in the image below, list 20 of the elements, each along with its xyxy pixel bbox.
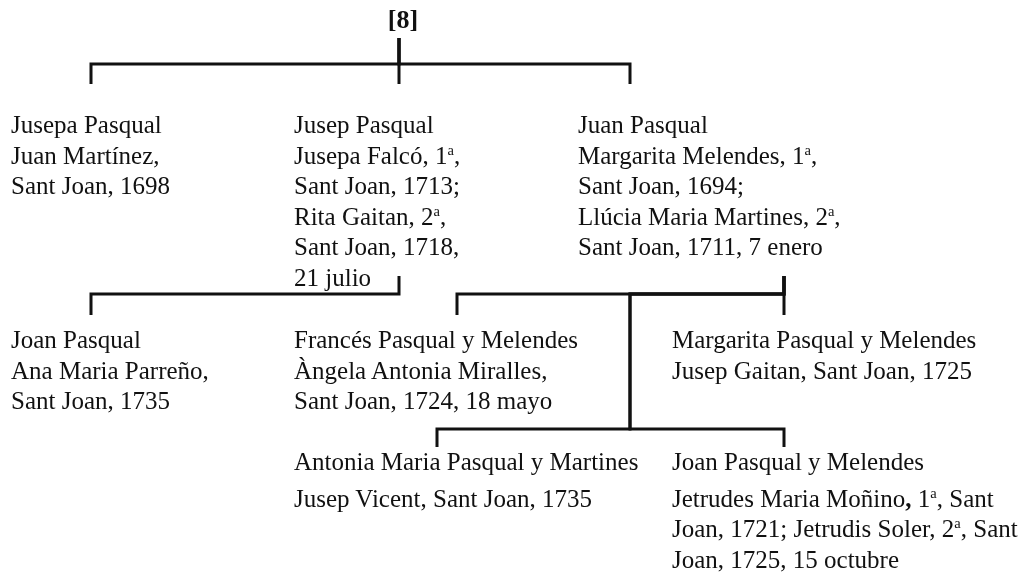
person-name: Jusepa Pasqual bbox=[11, 110, 163, 140]
family-tree-line bbox=[397, 38, 632, 84]
person-name: Joan Pasqual y Melendes bbox=[672, 447, 926, 477]
marriage-details: Juan Martínez, Sant Joan, 1698 bbox=[11, 140, 172, 201]
marriage-details: Jusepa Falcó, 1$^{a}$, Sant Joan, 1713; Rita Gaitan, 2$^{a}$, Sant Joan, 1718, 21 julio bbox=[294, 140, 462, 293]
person-name: Joan Pasqual bbox=[11, 325, 142, 355]
person-name: Juan Pasqual bbox=[578, 110, 709, 140]
marriage-details: Jusep Gaitan, Sant Joan, 1725 bbox=[672, 355, 973, 386]
person-name: Francés Pasqual y Melendes bbox=[294, 325, 579, 355]
family-tree-line bbox=[628, 276, 786, 447]
person-name: Jusep Pasqual bbox=[294, 110, 435, 140]
marriage-details: Jetrudes Maria Moñino, 1$^{a}$, Sant Joan, 1721; Jetrudis Soler, 2$^{a}$, Sant Joan, 1725, 15 octubre bbox=[672, 483, 1019, 575]
person-name: Margarita Pasqual y Melendes bbox=[672, 325, 978, 355]
marriage-details: Jusep Vicent, Sant Joan, 1735 bbox=[294, 483, 593, 514]
person-name: Antonia Maria Pasqual y Martines bbox=[294, 447, 640, 477]
family-tree-line bbox=[89, 276, 401, 315]
chart-number: [8] bbox=[386, 5, 420, 36]
marriage-details: Àngela Antonia Miralles, Sant Joan, 1724, 18 mayo bbox=[294, 355, 554, 416]
marriage-details: Margarita Melendes, 1$^{a}$, Sant Joan, 1694; Llúcia Maria Martines, 2$^{a}$, Sant Joan, 1711, 7 enero bbox=[578, 140, 842, 262]
marriage-details: Ana Maria Parreño, Sant Joan, 1735 bbox=[11, 355, 210, 416]
